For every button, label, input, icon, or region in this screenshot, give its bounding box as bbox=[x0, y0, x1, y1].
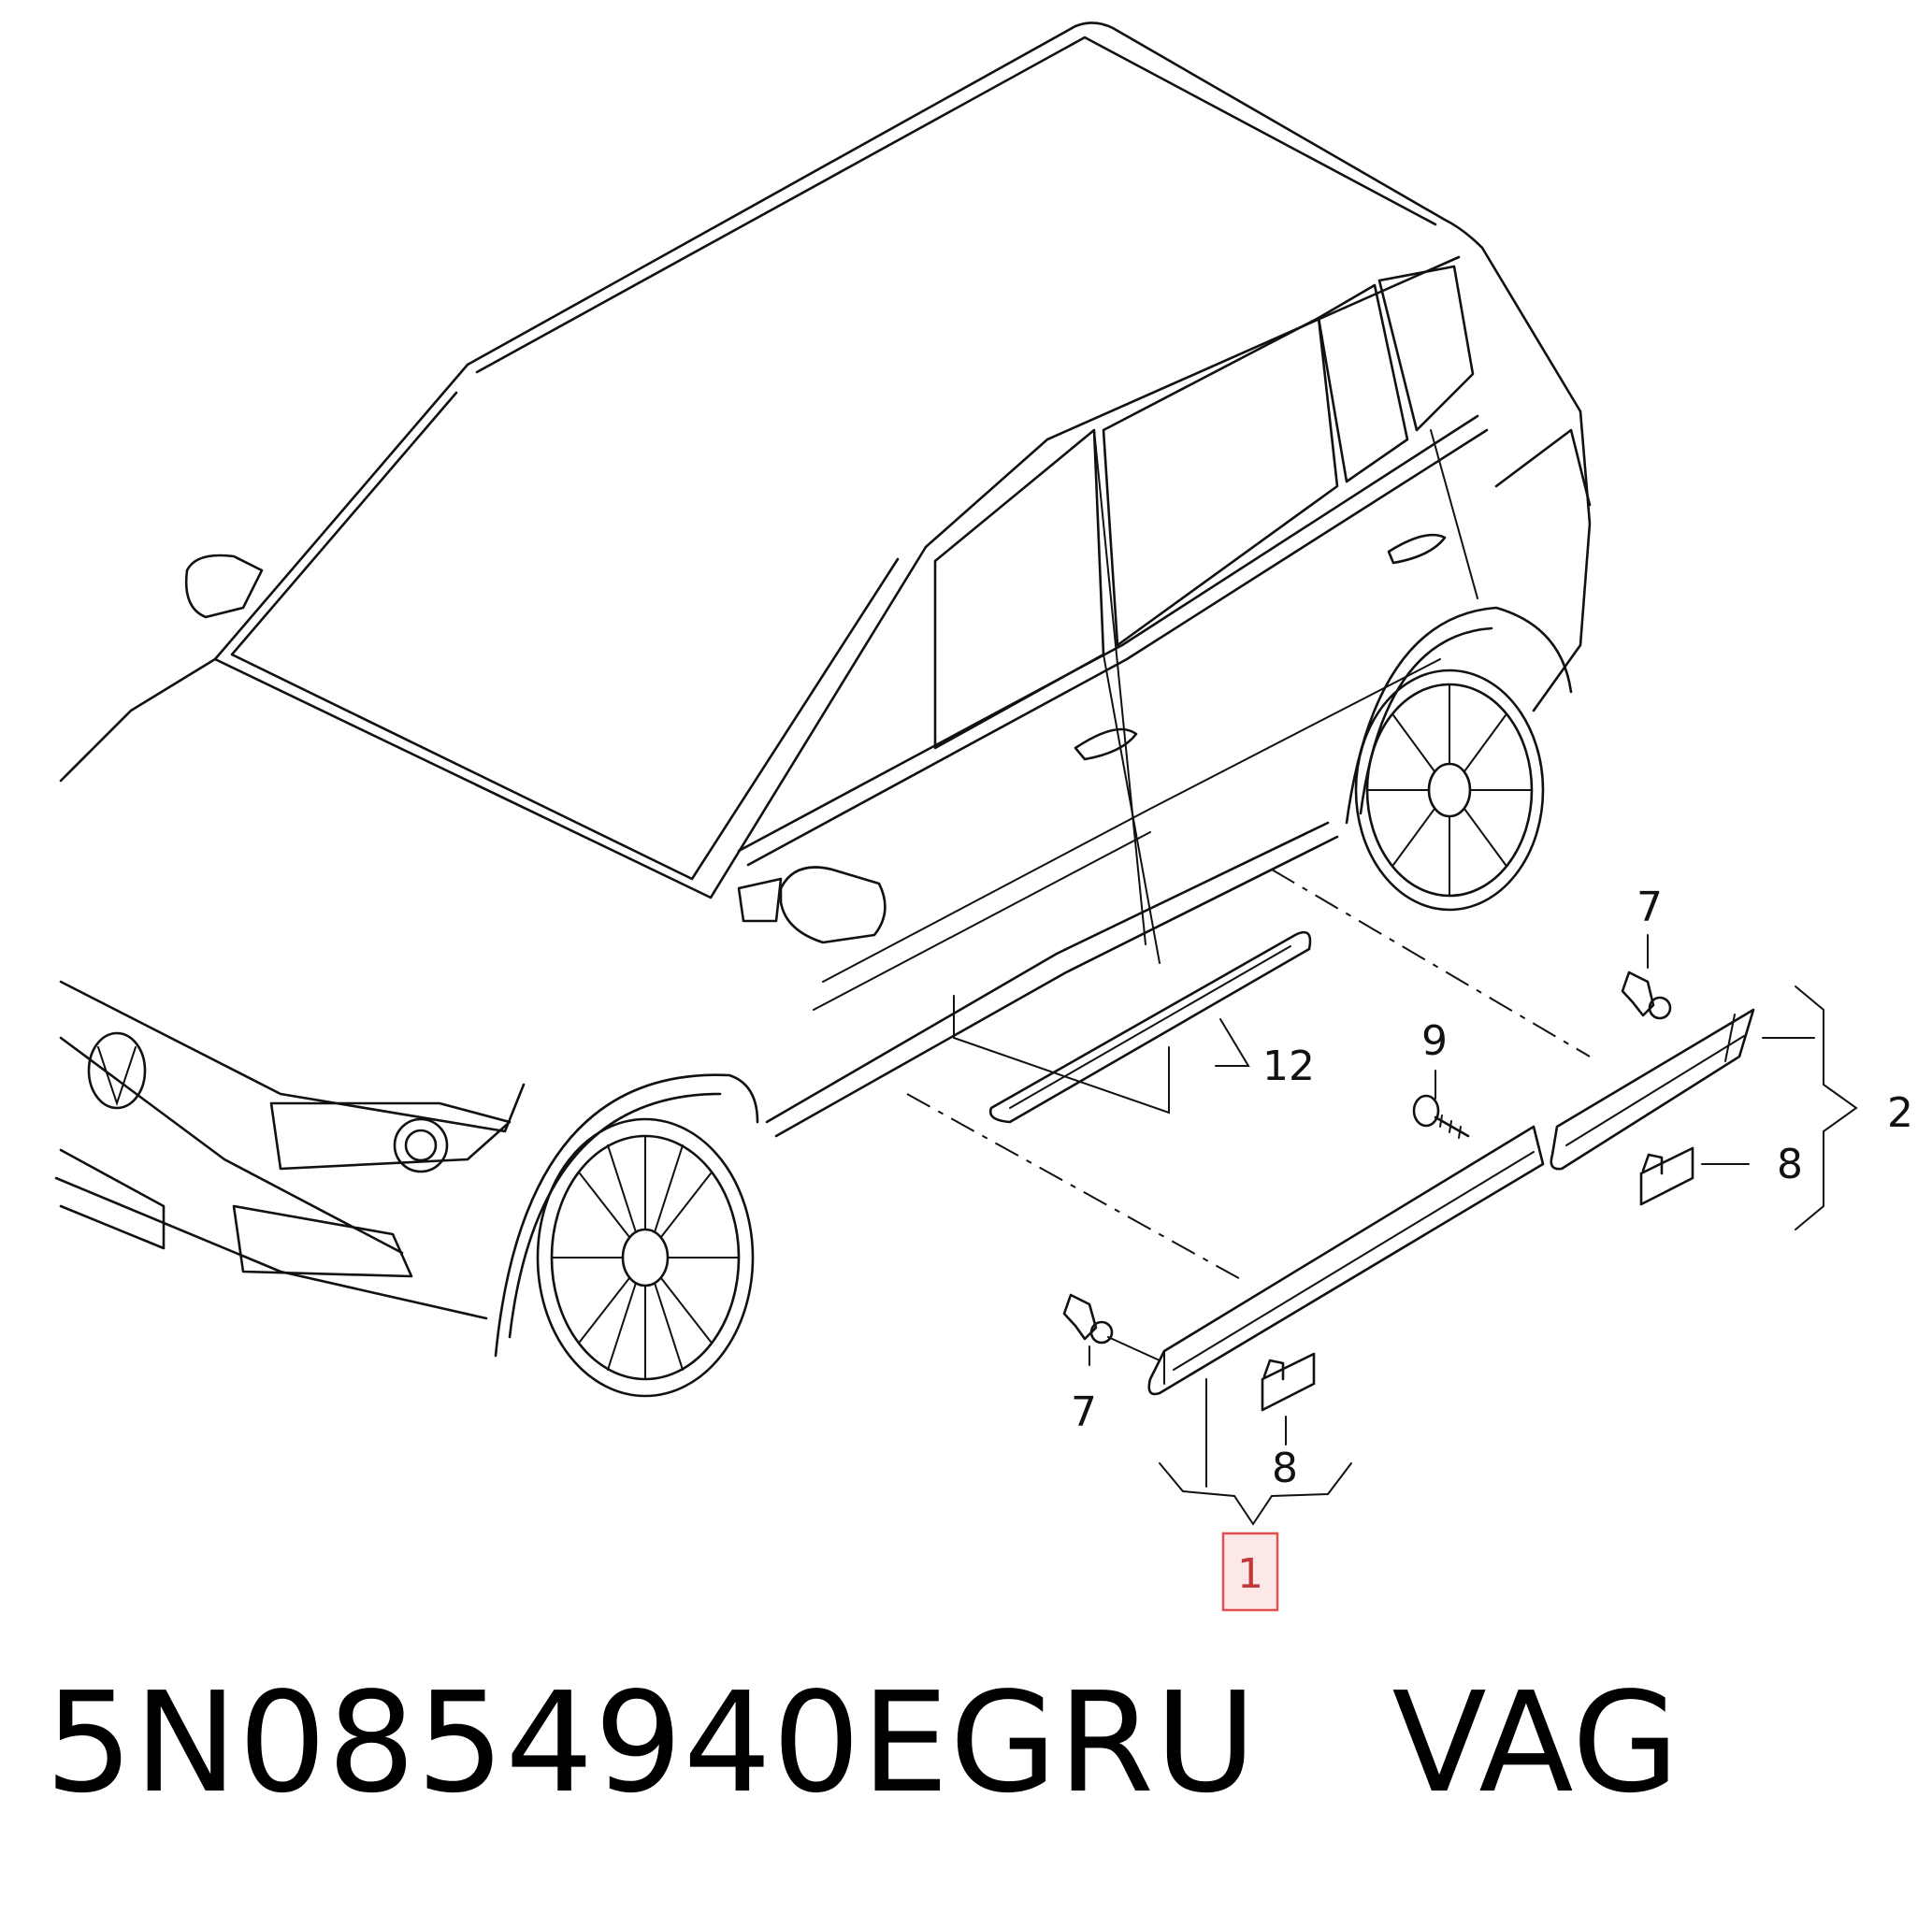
callout-8-right: 8 bbox=[1777, 1141, 1803, 1188]
screw-9 bbox=[1412, 1094, 1470, 1139]
vehicle-outline bbox=[54, 22, 1592, 1398]
leader-lines bbox=[1089, 934, 1858, 1526]
callout-7-bottom: 7 bbox=[1071, 1388, 1097, 1436]
callout-8-bottom: 8 bbox=[1272, 1445, 1298, 1492]
callout-12: 12 bbox=[1262, 1043, 1315, 1090]
callout-1: 1 bbox=[1237, 1550, 1263, 1598]
brand-name: VAG bbox=[1391, 1662, 1680, 1823]
part-caption: 5N0854940EGRU VAG bbox=[45, 1674, 1680, 1812]
clip-7-right bbox=[1621, 971, 1672, 1020]
callout-1-highlight bbox=[1221, 1532, 1279, 1612]
clip-8-right bbox=[1639, 1146, 1694, 1206]
rear-door-moulding-part bbox=[1550, 1008, 1755, 1171]
callout-7-top: 7 bbox=[1636, 884, 1663, 931]
callout-labels: 7 9 12 2 8 7 8 1 bbox=[1071, 884, 1913, 1612]
clip-7-left bbox=[1062, 1293, 1114, 1345]
assembly-lines bbox=[906, 869, 1591, 1282]
clip-8-left bbox=[1261, 1352, 1316, 1412]
front-door-moulding-part bbox=[1147, 1125, 1545, 1396]
callout-9: 9 bbox=[1421, 1017, 1448, 1065]
sill-trim-part bbox=[953, 930, 1312, 1124]
callout-2: 2 bbox=[1887, 1089, 1913, 1137]
part-number: 5N0854940EGRU bbox=[45, 1662, 1258, 1823]
